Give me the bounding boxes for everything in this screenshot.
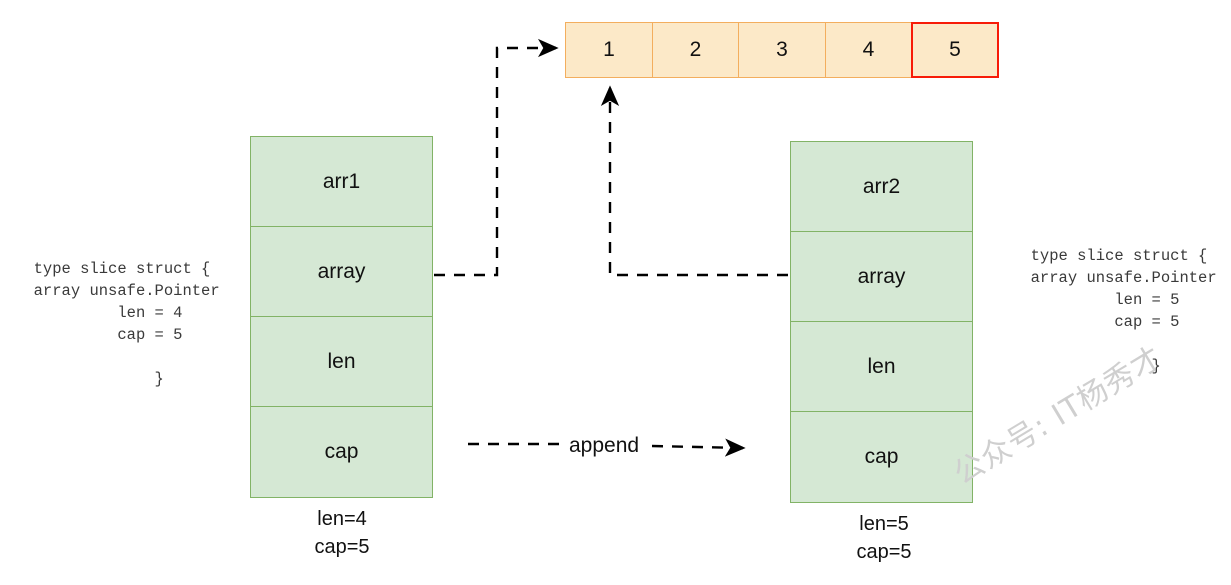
caption-arr2-len: len=5 bbox=[859, 513, 909, 535]
slice-row-array: array bbox=[791, 232, 972, 322]
append-label: append bbox=[566, 434, 643, 458]
slice-row-name: arr1 bbox=[251, 137, 432, 227]
pointer-arr1-to-array bbox=[434, 38, 559, 277]
slice-row-name: arr2 bbox=[791, 142, 972, 232]
slice-box-arr2: arr2 array len cap bbox=[790, 141, 973, 503]
array-cell-2[interactable]: 3 bbox=[738, 22, 826, 78]
code-annotation-arr1: type slice struct { array unsafe.Pointer… bbox=[33, 260, 220, 388]
slice-row-len: len bbox=[251, 317, 432, 407]
slice-row-array: array bbox=[251, 227, 432, 317]
slice-row-cap: cap bbox=[324, 440, 359, 463]
code-annotation-arr2: type slice struct { array unsafe.Pointer… bbox=[1030, 247, 1217, 375]
array-cell-1[interactable]: 2 bbox=[651, 22, 740, 78]
caption-arr1: len=4 cap=5 bbox=[242, 505, 442, 561]
caption-arr2-cap: cap=5 bbox=[856, 541, 912, 563]
slice-row-len: len bbox=[791, 322, 972, 412]
slice-box-arr1: arr1 array len cap bbox=[250, 136, 433, 498]
array-cell-0[interactable]: 1 bbox=[565, 22, 653, 78]
caption-arr1-cap: cap=5 bbox=[314, 536, 370, 558]
slice-row-cap: cap bbox=[864, 445, 899, 468]
caption-arr2: len=5 cap=5 bbox=[784, 510, 984, 566]
array-cell-4-highlighted[interactable]: 5 bbox=[911, 22, 999, 78]
backing-array: 1 2 3 4 5 bbox=[565, 22, 999, 78]
caption-arr1-len: len=4 bbox=[317, 508, 367, 530]
array-cell-3[interactable]: 4 bbox=[824, 22, 913, 78]
pointer-arr2-to-array bbox=[600, 85, 788, 277]
